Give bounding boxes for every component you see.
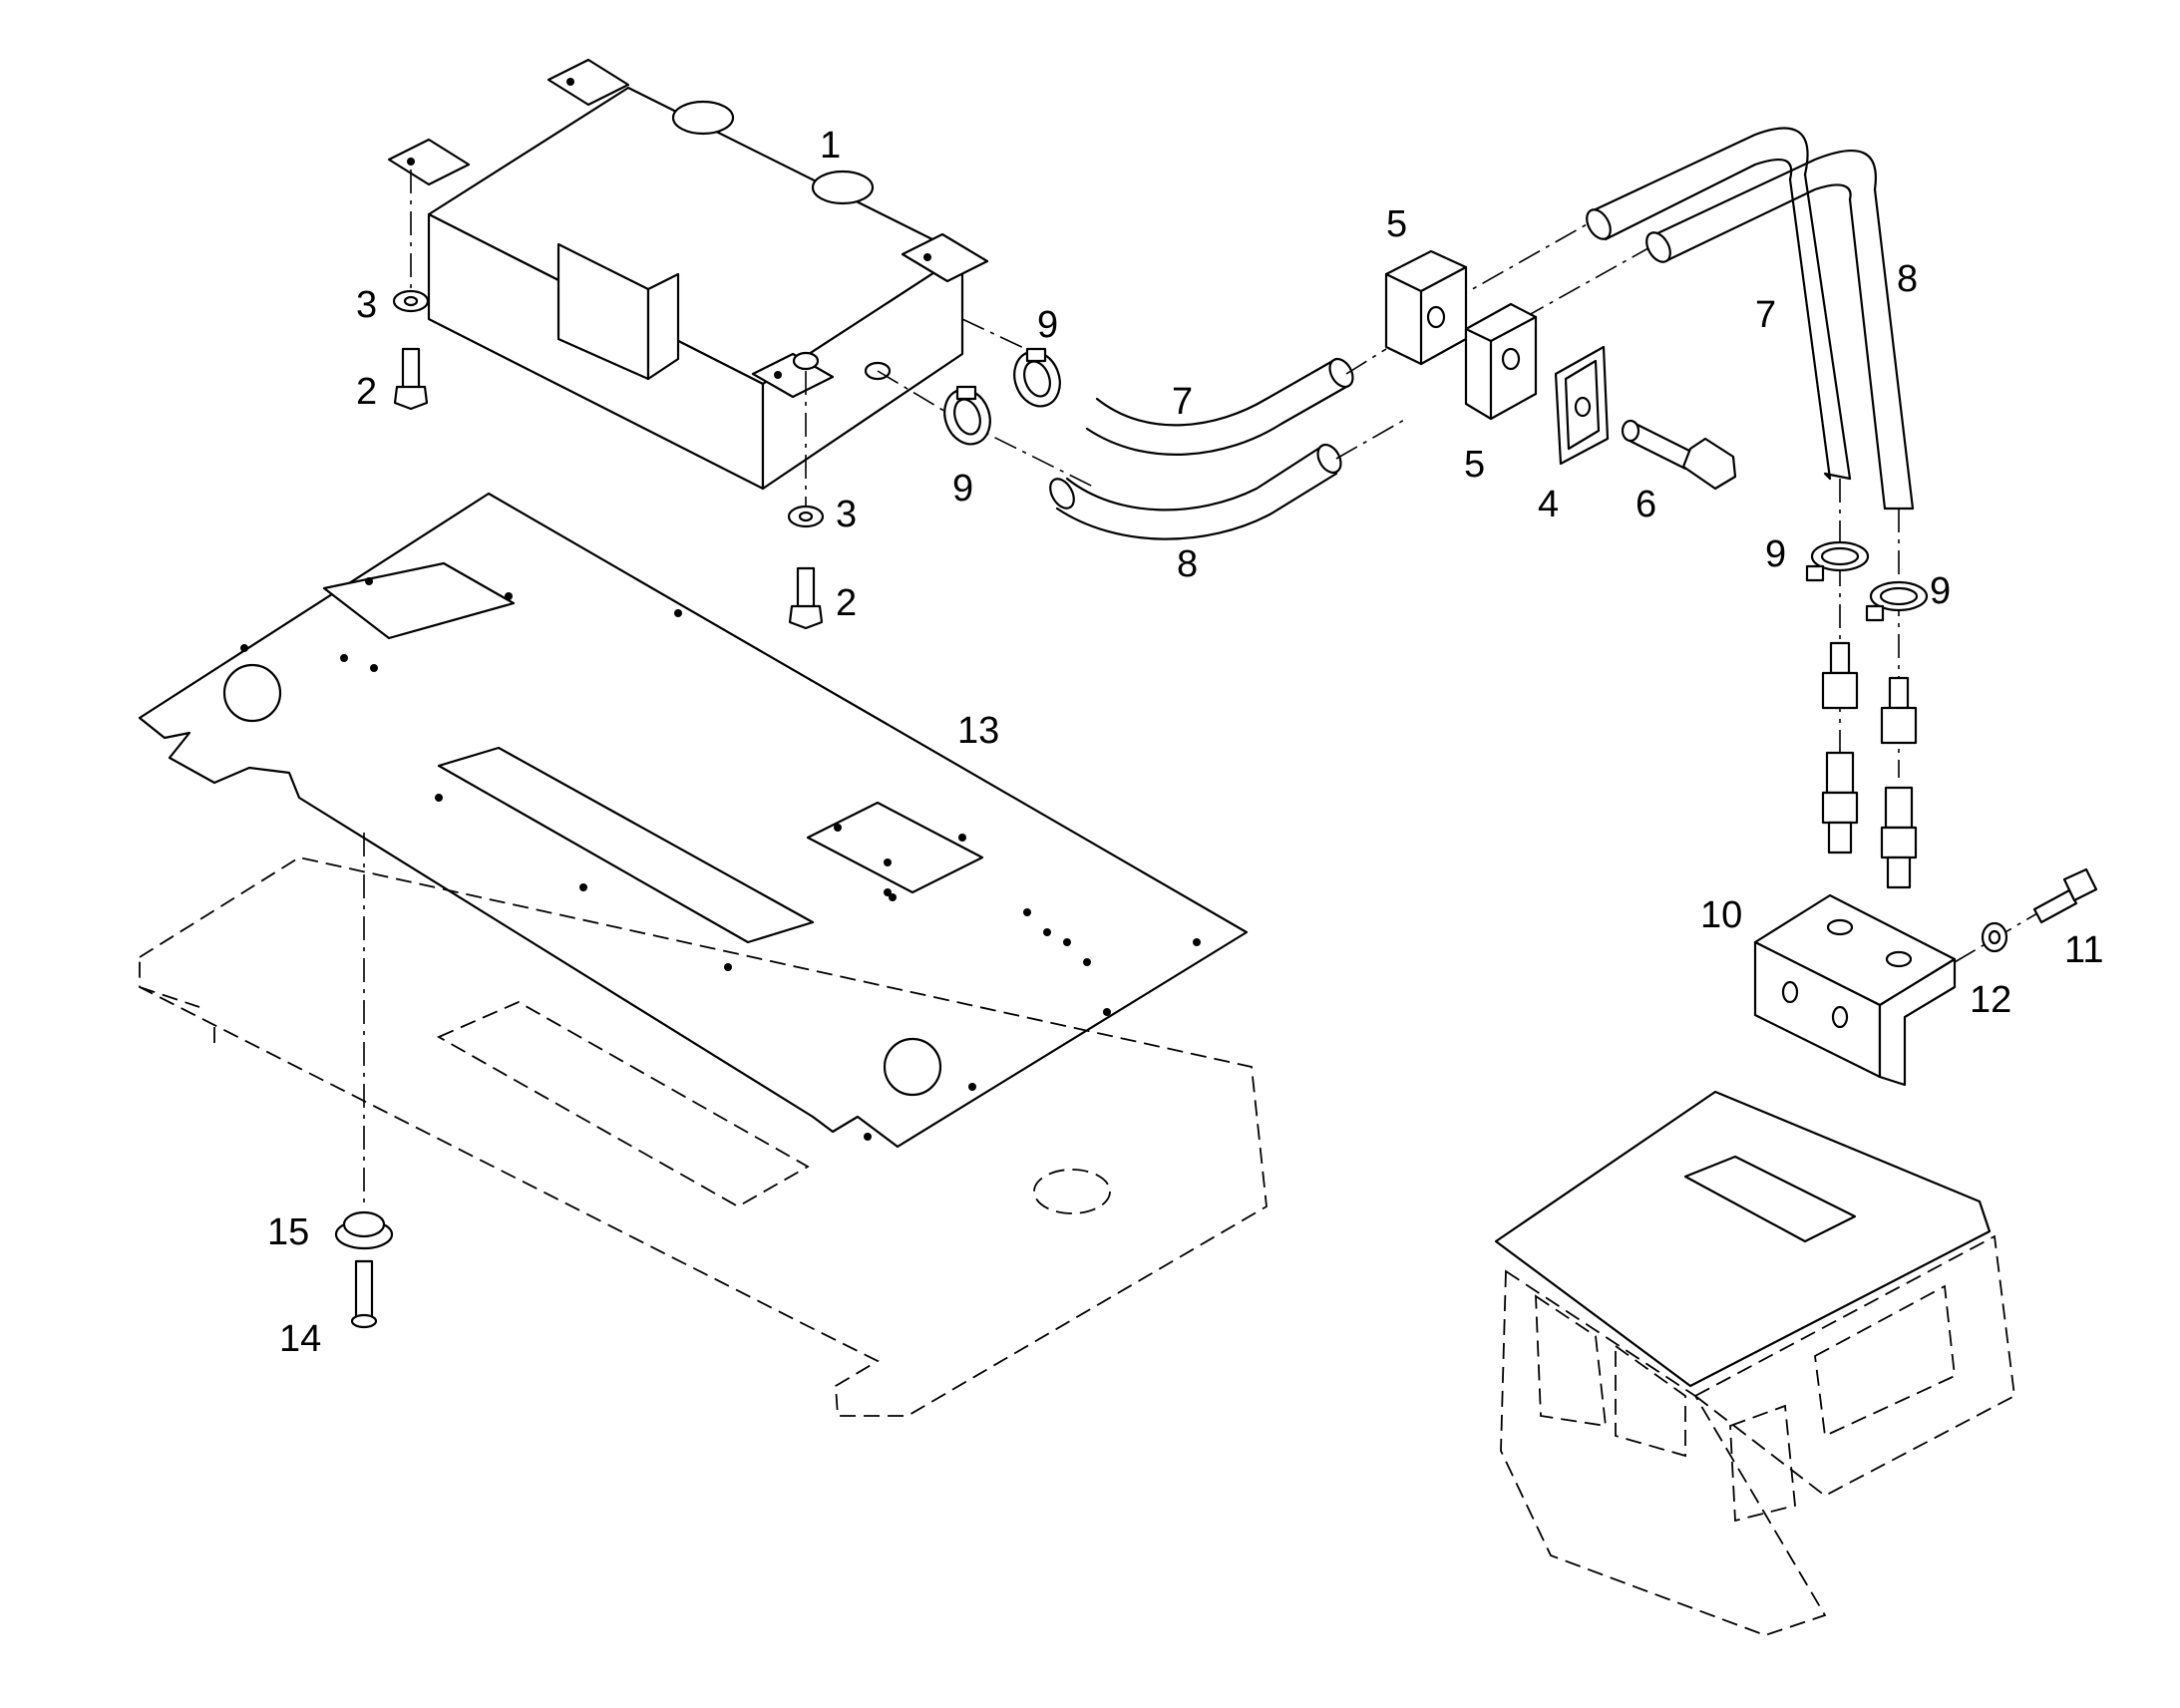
callout-14: 14 <box>279 1318 321 1360</box>
callout-12: 12 <box>1970 979 2011 1021</box>
callout-5-lower: 5 <box>1464 444 1485 486</box>
callout-10: 10 <box>1700 894 1742 936</box>
hose-7-lower <box>1085 357 1354 456</box>
hose-7-upper <box>1586 127 1852 481</box>
heater-unit <box>387 58 989 491</box>
clamp-block-5-lower <box>1464 302 1538 421</box>
callout-9-a: 9 <box>1037 304 1058 346</box>
bolt-6 <box>1621 419 1737 491</box>
callout-9-b: 9 <box>952 468 973 510</box>
callout-3-lower: 3 <box>836 494 857 535</box>
washer-3-lower <box>787 505 825 528</box>
fitting-left <box>1821 641 1859 854</box>
callout-7-lower: 7 <box>1172 381 1193 423</box>
callouts: 1 3 2 3 2 9 9 7 8 5 5 4 6 7 8 9 9 10 11 … <box>267 125 2103 1360</box>
grommet-15 <box>334 1210 394 1250</box>
floor-plate-13 <box>138 492 1249 1149</box>
callout-5-upper: 5 <box>1386 203 1407 245</box>
bolt-2-lower <box>788 566 824 630</box>
bolt-2-upper <box>393 347 429 411</box>
callout-3-upper: 3 <box>356 284 377 326</box>
hose-8-upper <box>1645 150 1915 511</box>
washer-12 <box>1981 921 2008 953</box>
callout-8-upper: 8 <box>1897 258 1918 300</box>
fitting-right <box>1880 676 1918 889</box>
callout-2-lower: 2 <box>836 582 857 624</box>
callout-4: 4 <box>1538 484 1559 525</box>
screw-14 <box>350 1259 378 1329</box>
callout-11: 11 <box>2064 929 2103 971</box>
callout-1: 1 <box>820 125 841 167</box>
callout-8-lower: 8 <box>1177 543 1198 585</box>
callout-7-upper: 7 <box>1755 294 1776 336</box>
floor-lower-dashed <box>139 856 1268 1417</box>
hose-clamp-9-d <box>1865 580 1929 622</box>
callout-9-c: 9 <box>1765 533 1786 575</box>
plate-4 <box>1554 345 1610 466</box>
cab-outline <box>1494 1090 2015 1636</box>
hose-clamp-9-a <box>1013 347 1061 408</box>
callout-2-upper: 2 <box>356 371 377 413</box>
callout-9-d: 9 <box>1930 570 1951 612</box>
clamp-block-5-upper <box>1384 249 1468 366</box>
bolt-11 <box>2032 867 2098 924</box>
callout-13: 13 <box>957 710 999 752</box>
washer-3-upper <box>392 289 430 313</box>
callout-15: 15 <box>267 1211 309 1253</box>
hose-clamp-9-b <box>943 385 991 446</box>
hose-clamp-9-c <box>1805 540 1870 582</box>
callout-6: 6 <box>1635 484 1656 525</box>
hose-8-lower <box>1049 443 1342 540</box>
bracket-10 <box>1753 893 1957 1087</box>
